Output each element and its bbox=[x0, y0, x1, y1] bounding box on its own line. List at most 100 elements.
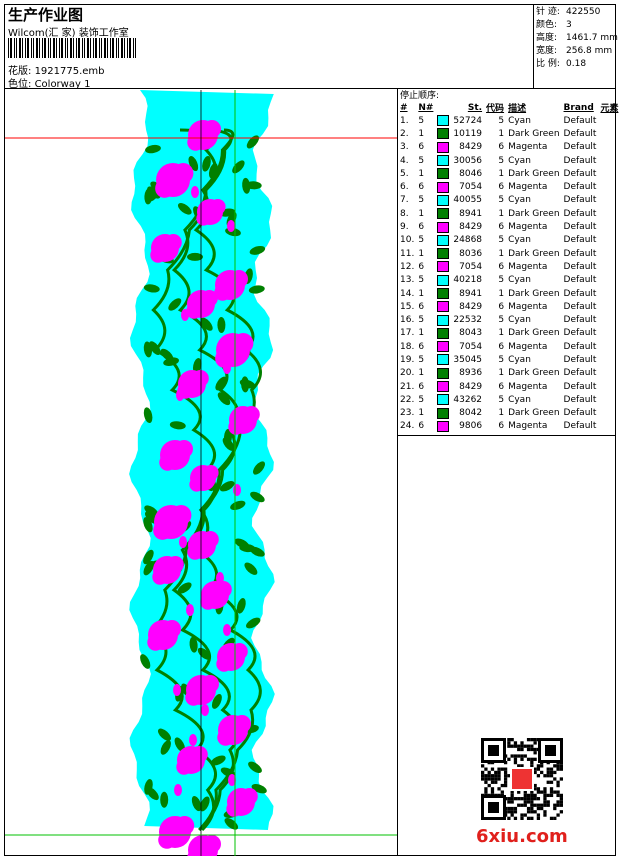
color-swatch bbox=[437, 381, 450, 393]
row-needle: 6 bbox=[418, 421, 425, 432]
row-code: 5 bbox=[498, 195, 505, 206]
row-swatch bbox=[435, 180, 451, 193]
row-element bbox=[598, 247, 620, 260]
col-stitches: St. bbox=[467, 102, 483, 113]
row-element bbox=[598, 274, 620, 287]
row-code: 5 bbox=[498, 115, 505, 126]
row-code: 6 bbox=[498, 421, 505, 432]
row-brand: Default bbox=[563, 301, 597, 312]
row-stitches: 9806 bbox=[459, 421, 483, 432]
row-stitches: 8429 bbox=[459, 142, 483, 153]
company-name: Wilcom(汇 家) 装饰工作室 bbox=[8, 28, 129, 39]
file-line: 花版: 1921775.emb bbox=[8, 62, 105, 77]
color-swatch bbox=[437, 288, 450, 299]
stats-panel: 针 迹:422550 颜色:3 高度:1461.7 mm 宽度:256.8 mm… bbox=[536, 6, 618, 71]
row-code: 5 bbox=[498, 315, 505, 326]
row-description: Dark Green bbox=[508, 288, 560, 299]
row-index: 7. bbox=[400, 195, 409, 206]
qr-code bbox=[481, 738, 563, 820]
stat-value: 422550 bbox=[566, 7, 601, 17]
row-swatch bbox=[435, 194, 451, 207]
row-description: Magenta bbox=[508, 381, 548, 392]
col-brand: Brand bbox=[563, 102, 594, 113]
stat-value: 3 bbox=[566, 20, 572, 30]
row-brand: Default bbox=[563, 315, 597, 326]
row-description: Magenta bbox=[508, 182, 548, 193]
color-swatch bbox=[437, 407, 450, 419]
row-code: 1 bbox=[498, 248, 505, 259]
sequence-title: 停止顺序: bbox=[400, 91, 440, 101]
page-frame bbox=[4, 4, 616, 856]
row-element bbox=[598, 300, 620, 313]
row-swatch bbox=[435, 393, 451, 406]
header-divider bbox=[4, 88, 616, 89]
row-needle: 6 bbox=[418, 381, 425, 392]
embroidery-design-preview bbox=[5, 90, 397, 856]
row-element bbox=[598, 367, 620, 380]
row-swatch bbox=[435, 141, 451, 154]
row-code: 6 bbox=[498, 182, 505, 193]
row-index: 24. bbox=[400, 421, 415, 432]
color-swatch bbox=[437, 354, 450, 366]
stat-label: 高度: bbox=[536, 33, 558, 43]
row-brand: Default bbox=[563, 328, 597, 339]
row-element bbox=[598, 407, 620, 420]
col-index: # bbox=[400, 102, 408, 113]
row-element bbox=[598, 194, 620, 207]
row-element bbox=[598, 287, 620, 300]
colorway-line: 色位: Colorway 1 bbox=[8, 75, 90, 90]
row-needle: 1 bbox=[418, 168, 425, 179]
row-description: Magenta bbox=[508, 301, 548, 312]
row-description: Dark Green bbox=[508, 248, 560, 259]
row-needle: 1 bbox=[418, 128, 425, 139]
color-swatch bbox=[437, 248, 450, 260]
row-index: 4. bbox=[400, 155, 409, 166]
row-swatch bbox=[435, 327, 451, 340]
row-swatch bbox=[435, 127, 451, 140]
stat-value: 0.18 bbox=[566, 59, 587, 69]
row-brand: Default bbox=[563, 368, 597, 379]
row-stitches: 8429 bbox=[459, 381, 483, 392]
row-index: 6. bbox=[400, 182, 409, 193]
color-swatch bbox=[437, 274, 450, 286]
row-code: 6 bbox=[498, 301, 505, 312]
row-brand: Default bbox=[563, 142, 597, 153]
row-stitches: 52724 bbox=[453, 115, 483, 126]
row-index: 16. bbox=[400, 315, 415, 326]
page-title: 生产作业图 bbox=[8, 6, 84, 24]
row-element bbox=[598, 167, 620, 180]
row-stitches: 8429 bbox=[459, 301, 483, 312]
row-code: 1 bbox=[498, 368, 505, 379]
row-description: Cyan bbox=[508, 275, 531, 286]
row-needle: 1 bbox=[418, 408, 425, 419]
color-swatch bbox=[437, 141, 450, 153]
row-element bbox=[598, 353, 620, 366]
row-swatch bbox=[435, 260, 451, 273]
stat-label: 颜色: bbox=[536, 20, 558, 30]
row-description: Dark Green bbox=[508, 128, 560, 139]
stat-row: 比 例:0.18 bbox=[536, 58, 618, 71]
color-swatch bbox=[437, 341, 450, 353]
row-element bbox=[598, 420, 620, 433]
row-element bbox=[598, 180, 620, 193]
row-stitches: 10119 bbox=[453, 128, 483, 139]
row-code: 6 bbox=[498, 381, 505, 392]
row-stitches: 8941 bbox=[459, 288, 483, 299]
row-brand: Default bbox=[563, 341, 597, 352]
row-element bbox=[598, 154, 620, 167]
row-needle: 1 bbox=[418, 328, 425, 339]
row-code: 6 bbox=[498, 341, 505, 352]
stat-label: 针 迹: bbox=[536, 7, 560, 17]
colorway-label: 色位: bbox=[8, 79, 32, 90]
row-code: 1 bbox=[498, 128, 505, 139]
row-needle: 5 bbox=[418, 115, 425, 126]
